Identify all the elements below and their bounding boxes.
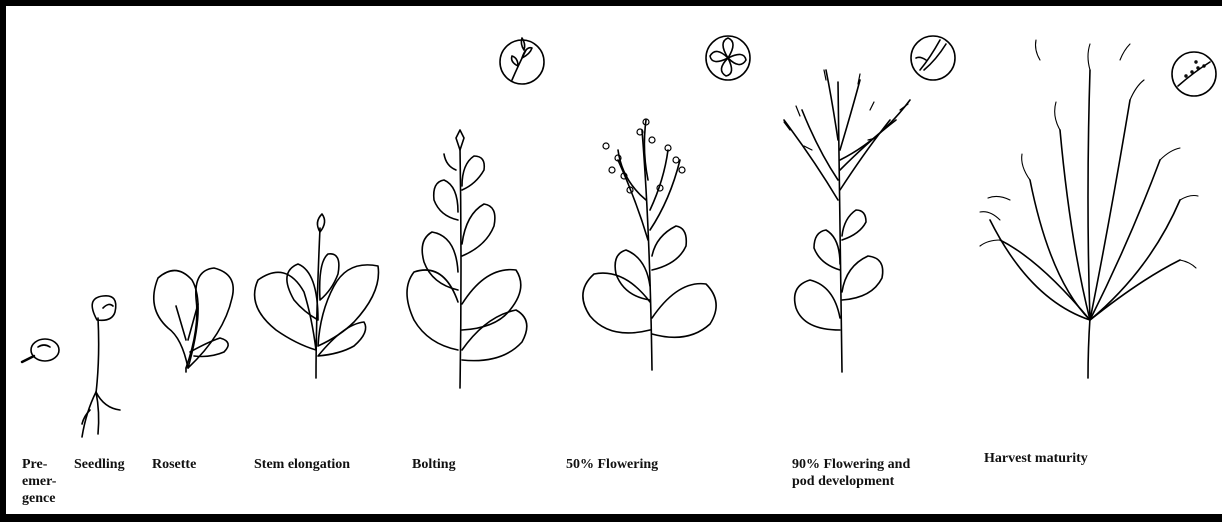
stage-label-pre-emergence: Pre- emer- gence [22, 456, 56, 507]
seed-pod-inset-icon [1172, 52, 1216, 96]
flowering-90-plant-icon [784, 70, 910, 372]
stage-label-stem-elongation: Stem elongation [254, 456, 350, 473]
pod-inset-icon [911, 36, 955, 80]
baseline-rule [6, 514, 1222, 516]
open-flower-inset-icon [706, 36, 750, 80]
stage-label-flowering-50: 50% Flowering [566, 456, 658, 473]
stage-label-seedling: Seedling [74, 456, 125, 473]
flowering-50-plant-icon [583, 119, 716, 370]
flower-bud-inset-icon [500, 38, 544, 84]
pre-emergence-seed-icon [22, 339, 59, 362]
harvest-maturity-plant-icon [980, 40, 1198, 378]
rosette-plant-icon [154, 268, 233, 372]
bolting-plant-icon [407, 130, 527, 388]
stage-label-flowering-90: 90% Flowering and pod development [792, 456, 910, 490]
seedling-plant-icon [82, 296, 120, 437]
stage-label-rosette: Rosette [152, 456, 196, 473]
stem-elongation-plant-icon [255, 214, 379, 378]
stage-label-harvest-maturity: Harvest maturity [984, 450, 1088, 467]
stage-label-bolting: Bolting [412, 456, 456, 473]
